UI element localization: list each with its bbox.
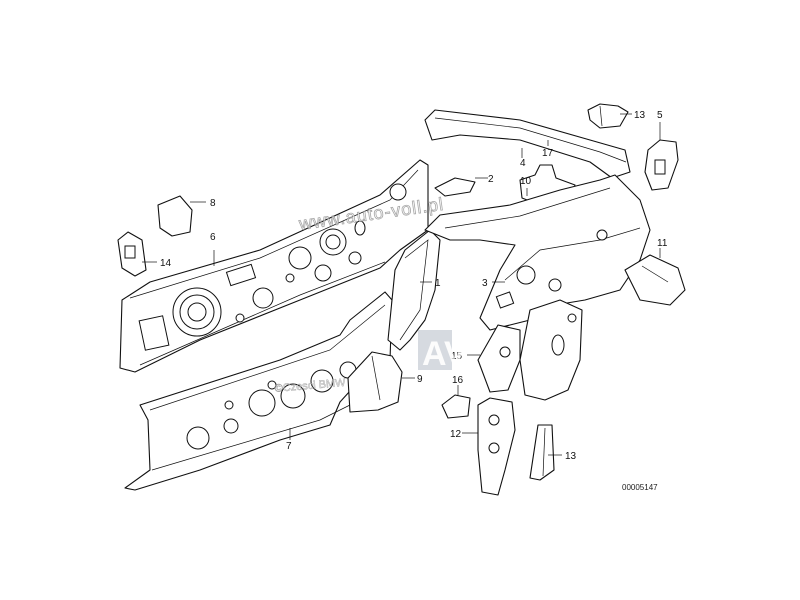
callout-labels: 1 2 3 4 5 6 7 8 9 10 11 12 13 13 14 15 1… xyxy=(160,110,668,462)
part-7-bulkhead-lower xyxy=(124,291,393,491)
part-2-clip xyxy=(434,177,476,197)
callout-12: 12 xyxy=(450,429,462,440)
callout-2: 2 xyxy=(488,174,494,185)
callout-8: 8 xyxy=(210,198,216,209)
part-9-bracket xyxy=(347,351,403,413)
part-8-bracket xyxy=(157,195,193,237)
part-11-brace xyxy=(624,254,686,306)
part-5-mount xyxy=(644,139,679,191)
part-13-seal-upper xyxy=(587,103,629,129)
callout-15: 15 xyxy=(451,351,463,362)
callout-5: 5 xyxy=(657,110,663,121)
callout-11: 11 xyxy=(657,238,668,249)
watermark-logo: AV xyxy=(422,335,467,373)
part-12-post xyxy=(477,397,516,496)
callout-9: 9 xyxy=(417,374,423,385)
callout-1: 1 xyxy=(435,278,441,289)
callout-14: 14 xyxy=(160,258,172,269)
part-13-seal-lower xyxy=(529,424,555,481)
part-15-pillar xyxy=(477,324,521,393)
callout-10: 10 xyxy=(520,176,532,187)
callout-4: 4 xyxy=(520,158,526,169)
callout-6: 6 xyxy=(210,232,216,243)
leader-lines xyxy=(142,113,661,456)
callout-3: 3 xyxy=(482,278,488,289)
callout-13-lower: 13 xyxy=(565,451,577,462)
part-3-side-assembly xyxy=(424,174,651,331)
callout-7: 7 xyxy=(286,441,292,452)
part-rear-post xyxy=(519,299,583,401)
callout-17: 17 xyxy=(542,148,554,159)
callout-13-upper: 13 xyxy=(634,110,646,121)
part-14-plate xyxy=(117,231,147,277)
callout-16: 16 xyxy=(452,375,464,386)
part-1-pillar xyxy=(387,229,441,351)
part-16-clip xyxy=(441,394,471,419)
part-6-bulkhead-upper xyxy=(119,159,429,373)
drawing-number: 00005147 xyxy=(622,483,658,492)
part-17-crossmember xyxy=(424,109,631,179)
